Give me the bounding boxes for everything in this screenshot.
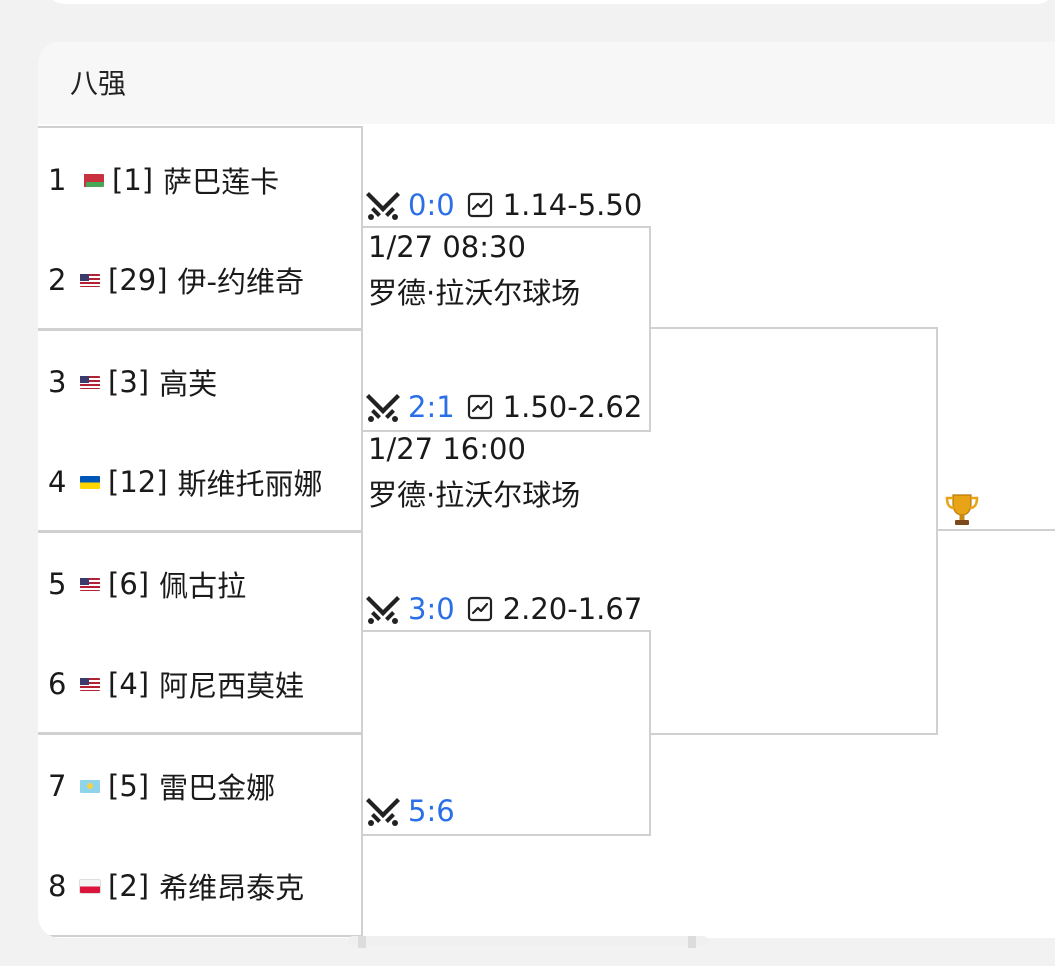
ukraine-flag-icon <box>80 475 100 489</box>
player-position: 4 <box>48 465 67 499</box>
player-seed: [5] <box>108 769 150 803</box>
previous-card <box>46 0 1055 4</box>
belarus-flag-icon <box>80 173 104 187</box>
player-row[interactable]: 7 [5] 雷巴金娜 <box>48 766 275 806</box>
player-seed: [1] <box>112 163 154 197</box>
player-name: 斯维托丽娜 <box>177 467 323 501</box>
player-position: 2 <box>48 263 67 297</box>
match-2-time: 1/27 16:00 <box>368 432 526 466</box>
winner-line <box>936 529 1055 531</box>
player-name: 萨巴莲卡 <box>163 165 280 199</box>
player-position: 1 <box>48 163 67 197</box>
pair-2: 3 [3] 高芙 4 [12] 斯维托丽娜 <box>38 328 363 533</box>
player-position: 5 <box>48 567 67 601</box>
poland-flag-icon <box>80 879 100 893</box>
match-score[interactable]: 0:0 <box>408 188 455 222</box>
player-row[interactable]: 5 [6] 佩古拉 <box>48 564 246 604</box>
horizontal-scrollbar[interactable] <box>348 934 708 948</box>
usa-flag-icon <box>80 677 100 691</box>
player-row[interactable]: 1 [1] 萨巴莲卡 <box>48 160 279 200</box>
player-row[interactable]: 6 [4] 阿尼西莫娃 <box>48 664 304 704</box>
match-score[interactable]: 3:0 <box>408 592 455 626</box>
line-chart-icon[interactable] <box>467 192 493 218</box>
player-name: 高芙 <box>159 367 218 401</box>
match-odds: 2.20-1.67 <box>502 592 643 626</box>
line-chart-icon[interactable] <box>467 394 493 420</box>
match-score[interactable]: 5:6 <box>408 794 455 828</box>
match-2-info[interactable]: 2:1 1.50-2.62 <box>366 390 642 424</box>
player-row[interactable]: 8 [2] 希维昂泰克 <box>48 866 304 906</box>
player-name: 伊-约维奇 <box>177 265 304 299</box>
final-bracket <box>650 327 938 735</box>
player-name: 希维昂泰克 <box>159 871 305 905</box>
crossed-swords-icon <box>366 192 400 220</box>
player-seed: [29] <box>108 263 168 297</box>
line-chart-icon[interactable] <box>467 596 493 622</box>
pair-4: 7 [5] 雷巴金娜 8 [2] 希维昂泰克 <box>38 732 363 937</box>
usa-flag-icon <box>80 375 100 389</box>
player-seed: [6] <box>108 567 150 601</box>
player-row[interactable]: 4 [12] 斯维托丽娜 <box>48 462 323 502</box>
card-header: 八强 <box>38 42 1055 124</box>
player-row[interactable]: 2 [29] 伊-约维奇 <box>48 260 304 300</box>
match-1-venue: 罗德·拉沃尔球场 <box>368 276 581 310</box>
player-position: 8 <box>48 869 67 903</box>
crossed-swords-icon <box>366 596 400 624</box>
player-position: 7 <box>48 769 67 803</box>
crossed-swords-icon <box>366 798 400 826</box>
trophy-icon <box>945 494 979 525</box>
usa-flag-icon <box>80 273 100 287</box>
pair-3: 5 [6] 佩古拉 6 [4] 阿尼西莫娃 <box>38 530 363 735</box>
match-1-time: 1/27 08:30 <box>368 230 526 264</box>
player-list: 1 [1] 萨巴莲卡 2 [29] 伊-约维奇 3 [3] 高芙 4 <box>38 126 364 937</box>
pair-1: 1 [1] 萨巴莲卡 2 [29] 伊-约维奇 <box>38 126 363 331</box>
semifinal-bracket-top <box>363 226 651 432</box>
player-seed: [12] <box>108 465 168 499</box>
match-odds: 1.50-2.62 <box>502 390 643 424</box>
match-2-venue: 罗德·拉沃尔球场 <box>368 478 581 512</box>
kazakhstan-flag-icon <box>80 779 100 793</box>
section-title: 八强 <box>70 67 127 100</box>
usa-flag-icon <box>80 577 100 591</box>
crossed-swords-icon <box>366 394 400 422</box>
match-4-info[interactable]: 5:6 <box>366 794 467 828</box>
player-row[interactable]: 3 [3] 高芙 <box>48 362 217 402</box>
match-score[interactable]: 2:1 <box>408 390 455 424</box>
match-odds: 1.14-5.50 <box>502 188 643 222</box>
player-position: 6 <box>48 667 67 701</box>
player-seed: [2] <box>108 869 150 903</box>
player-seed: [4] <box>108 667 150 701</box>
match-3-info[interactable]: 3:0 2.20-1.67 <box>366 592 642 626</box>
player-name: 雷巴金娜 <box>159 771 276 805</box>
quarterfinal-bracket-card: 八强 1 [1] 萨巴莲卡 2 [29] 伊-约维奇 3 [3] 高 <box>38 42 1055 938</box>
player-name: 佩古拉 <box>159 569 247 603</box>
player-name: 阿尼西莫娃 <box>159 669 305 703</box>
match-1-info[interactable]: 0:0 1.14-5.50 <box>366 188 642 222</box>
player-position: 3 <box>48 365 67 399</box>
player-seed: [3] <box>108 365 150 399</box>
